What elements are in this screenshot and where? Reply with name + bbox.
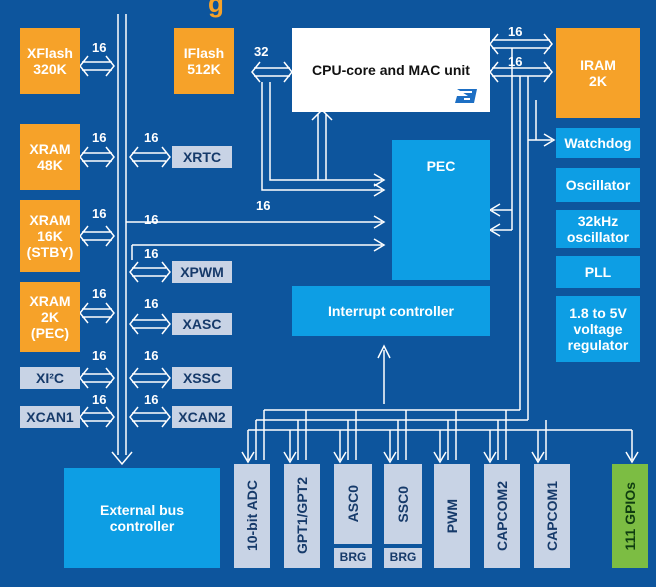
iflash-cpu-arrow — [251, 61, 293, 83]
bus-width-label: 16 — [144, 392, 159, 407]
pec-right-bus-link — [492, 209, 512, 231]
pwm-bus-drops — [439, 410, 457, 460]
ssc0-block: SSC0 — [384, 464, 422, 544]
gpt-label: GPT1/GPT2 — [293, 477, 310, 555]
cpu-core-label: CPU-core and MAC unit — [312, 61, 470, 78]
bus-width-label-32: 32 — [254, 44, 269, 59]
bus-to-pec-arrowhead-2 — [373, 238, 386, 252]
voltage-regulator-block: 1.8 to 5V voltage regulator — [556, 296, 640, 362]
watchdog-link-arrowhead — [543, 133, 556, 147]
peripheral-arrowheads — [241, 451, 639, 464]
xram16-bus-arrow — [79, 225, 115, 247]
bus-to-pec-arrowhead — [373, 215, 386, 229]
gpt-bus-drops — [289, 410, 307, 460]
xcan1-bus-arrow — [79, 406, 115, 428]
cpu-iram-arrow-2 — [489, 61, 553, 83]
osc32-block: 32kHz oscillator — [556, 210, 640, 248]
bus-width-label: 16 — [508, 24, 523, 39]
xram2-block: XRAM 2K (PEC) — [20, 282, 80, 352]
xasc-block: XASC — [172, 313, 232, 335]
bus-width-label: 16 — [144, 246, 159, 261]
capcom2-block: CAPCOM2 — [484, 464, 520, 568]
xpwm-bus-arrow — [129, 261, 171, 283]
iflash-pec-arrowheads — [373, 173, 386, 197]
capcom1-label: CAPCOM1 — [543, 480, 560, 551]
asc0-label: ASC0 — [344, 485, 361, 523]
capcom2-bus-drops — [489, 410, 507, 460]
pec-label: PEC — [426, 158, 456, 174]
bus-width-label: 16 — [92, 130, 107, 145]
xram16-block: XRAM 16K (STBY) — [20, 200, 80, 272]
asc0-brg-block: BRG — [334, 548, 372, 568]
xssc-block: XSSC — [172, 367, 232, 389]
bus-width-label: 16 — [92, 206, 107, 221]
pec-block: PEC — [392, 140, 490, 280]
interrupt-controller-block: Interrupt controller — [292, 286, 490, 336]
external-bus-controller-block: External bus controller — [64, 468, 220, 568]
capcom1-bus-drops — [537, 420, 547, 460]
asc0-block: ASC0 — [334, 464, 372, 544]
xram48-block: XRAM 48K — [20, 124, 80, 190]
xrtc-bus-arrow — [129, 146, 171, 168]
iflash-block: IFlash 512K — [174, 28, 234, 94]
external-bus-arrowhead — [111, 451, 133, 466]
adc-bus-drops — [247, 410, 265, 460]
adc-label: 10-bit ADC — [243, 480, 260, 552]
bus-width-label: 16 — [144, 212, 159, 227]
bus-width-label: 16 — [92, 40, 107, 55]
bus-width-label: 16 — [256, 198, 271, 213]
adc-block: 10-bit ADC — [234, 464, 270, 568]
pll-block: PLL — [556, 256, 640, 288]
iram-block: IRAM 2K — [556, 28, 640, 118]
ssc0-label: SSC0 — [394, 485, 411, 523]
bus-width-label: 16 — [144, 130, 159, 145]
title-fragment: g — [208, 0, 224, 18]
ssc0-bus-drops — [389, 410, 407, 460]
gpt-block: GPT1/GPT2 — [284, 464, 320, 568]
bus-width-label: 16 — [92, 392, 107, 407]
bus-width-label: 16 — [92, 348, 107, 363]
watchdog-block: Watchdog — [556, 128, 640, 158]
xcan1-block: XCAN1 — [20, 406, 80, 428]
bus-width-label: 16 — [92, 286, 107, 301]
st-logo — [455, 89, 477, 103]
xcan2-block: XCAN2 — [172, 406, 232, 428]
xssc-bus-arrow — [129, 367, 171, 389]
ssc0-brg-block: BRG — [384, 548, 422, 568]
xasc-bus-arrow — [129, 313, 171, 335]
bus-width-label: 16 — [144, 296, 159, 311]
cpu-down-line — [317, 114, 327, 180]
xram48-bus-arrow — [79, 146, 115, 168]
capcom2-label: CAPCOM2 — [493, 480, 510, 551]
bus-to-pec-line-2 — [131, 244, 382, 260]
xrtc-block: XRTC — [172, 146, 232, 168]
pwm-label: PWM — [443, 498, 460, 534]
bus-width-label: 16 — [508, 54, 523, 69]
xpwm-block: XPWM — [172, 261, 232, 283]
xi2c-block: XI²C — [20, 367, 80, 389]
capcom1-block: CAPCOM1 — [534, 464, 570, 568]
xflash-bus-arrow — [79, 55, 115, 77]
xi2c-bus-arrow — [79, 367, 115, 389]
oscillator-block: Oscillator — [556, 168, 640, 202]
iflash-pec-line — [261, 82, 382, 191]
cpu-iram-arrow — [489, 33, 553, 55]
bus-width-label: 16 — [144, 348, 159, 363]
xram2-bus-arrow — [79, 302, 115, 324]
asc0-bus-drops — [339, 410, 357, 460]
pec-right-bus-arrowheads — [488, 203, 501, 237]
intc-up-arrowhead — [377, 344, 391, 359]
pwm-block: PWM — [434, 464, 470, 568]
gpio-block: 111 GPIOs — [612, 464, 648, 568]
xflash-block: XFlash 320K — [20, 28, 80, 94]
gpio-label: 111 GPIOs — [621, 481, 638, 551]
xcan2-bus-arrow — [129, 406, 171, 428]
